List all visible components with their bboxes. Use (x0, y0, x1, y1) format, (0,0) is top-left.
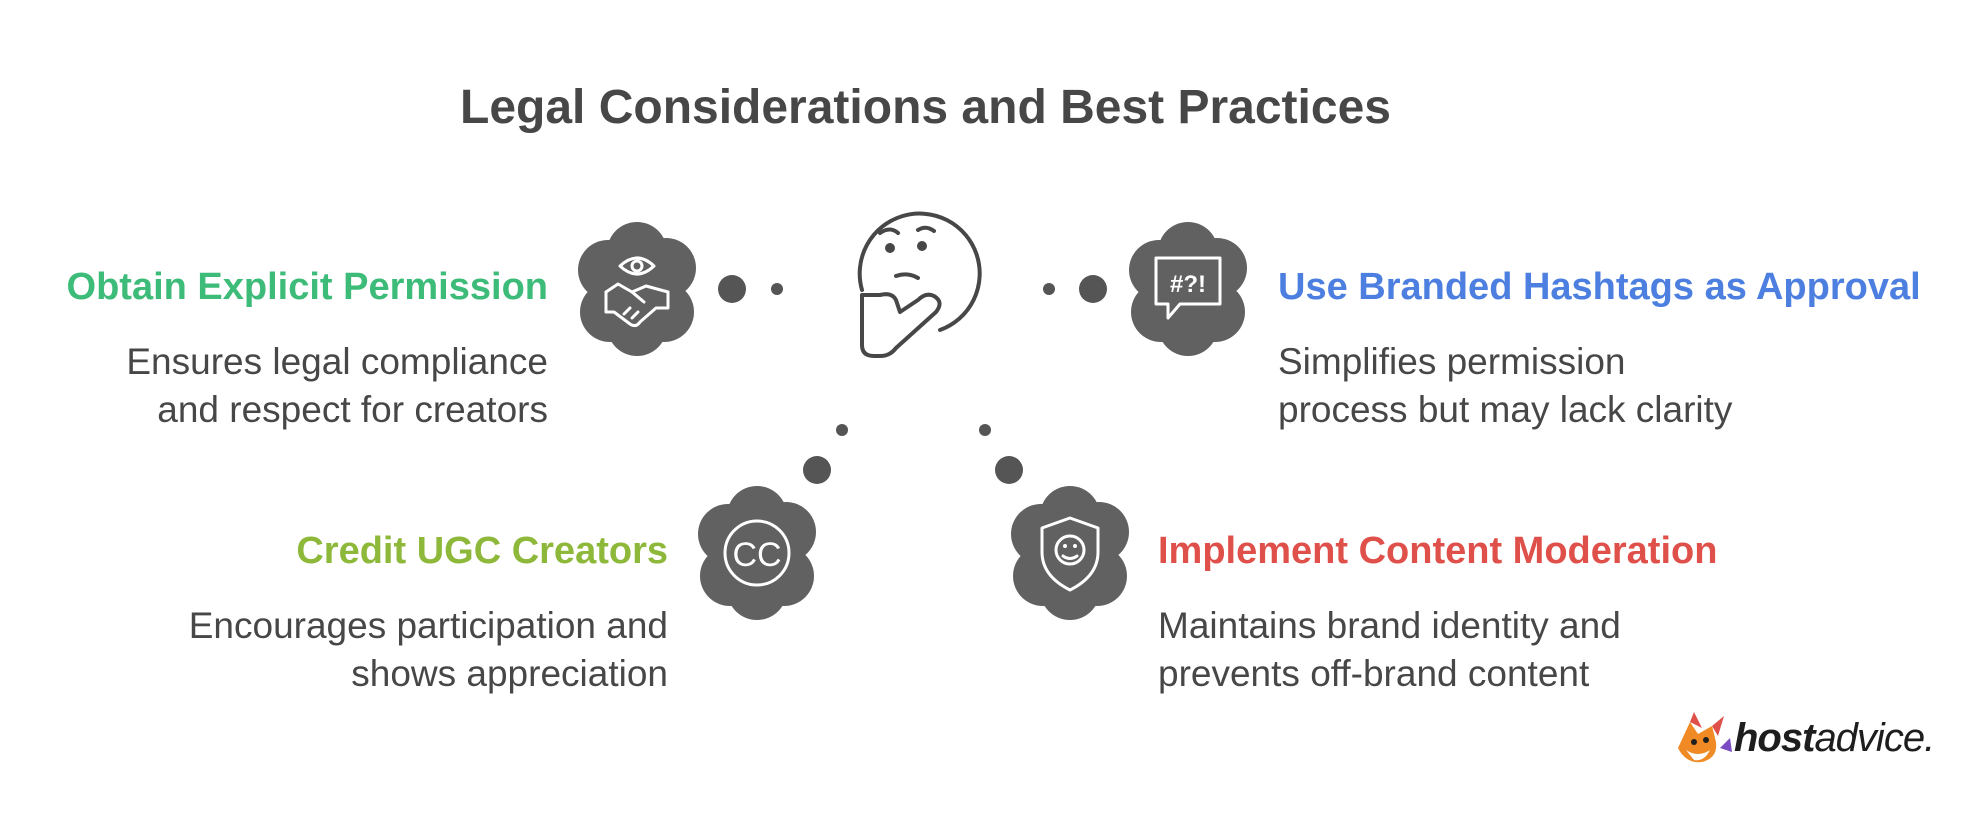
shield-face-icon (1011, 486, 1129, 620)
desc-line: shows appreciation (351, 653, 668, 694)
desc-credit-creators: Encourages participation and shows appre… (189, 602, 668, 698)
fox-mascot-icon (1678, 712, 1732, 763)
desc-content-moderation: Maintains brand identity and prevents of… (1158, 602, 1621, 698)
heading-branded-hashtags: Use Branded Hashtags as Approval (1278, 266, 1921, 308)
dot (1079, 275, 1107, 303)
dot (771, 283, 783, 295)
desc-line: Simplifies permission (1278, 341, 1626, 382)
logo-text: hostadvice. (1734, 715, 1935, 760)
heading-content-moderation: Implement Content Moderation (1158, 530, 1718, 572)
hashtag-speech-bubble-icon: #?! (1129, 222, 1247, 356)
desc-line: Maintains brand identity and (1158, 605, 1621, 646)
connector-dots (718, 275, 1107, 484)
heading-credit-creators: Credit UGC Creators (296, 530, 668, 572)
eye-handshake-icon (578, 222, 696, 356)
desc-line: prevents off-brand content (1158, 653, 1590, 694)
dot (718, 275, 746, 303)
dot (836, 424, 848, 436)
desc-line: Encourages participation and (188, 605, 668, 646)
heading-obtain-permission: Obtain Explicit Permission (66, 266, 548, 308)
creative-commons-icon: CC (698, 486, 816, 620)
desc-line: Ensures legal compliance (126, 341, 548, 382)
desc-line: process but may lack clarity (1278, 389, 1733, 430)
desc-line: and respect for creators (157, 389, 548, 430)
desc-branded-hashtags: Simplifies permission process but may la… (1278, 338, 1732, 434)
page-title: Legal Considerations and Best Practices (460, 81, 1391, 134)
thinking-face-icon (857, 211, 982, 358)
dot (803, 456, 831, 484)
svg-text:#?!: #?! (1170, 271, 1206, 298)
dot (1043, 283, 1055, 295)
dot (979, 424, 991, 436)
desc-obtain-permission: Ensures legal compliance and respect for… (126, 338, 548, 434)
hostadvice-logo: hostadvice. (1668, 708, 1935, 768)
dot (995, 456, 1023, 484)
svg-text:CC: CC (732, 536, 781, 574)
